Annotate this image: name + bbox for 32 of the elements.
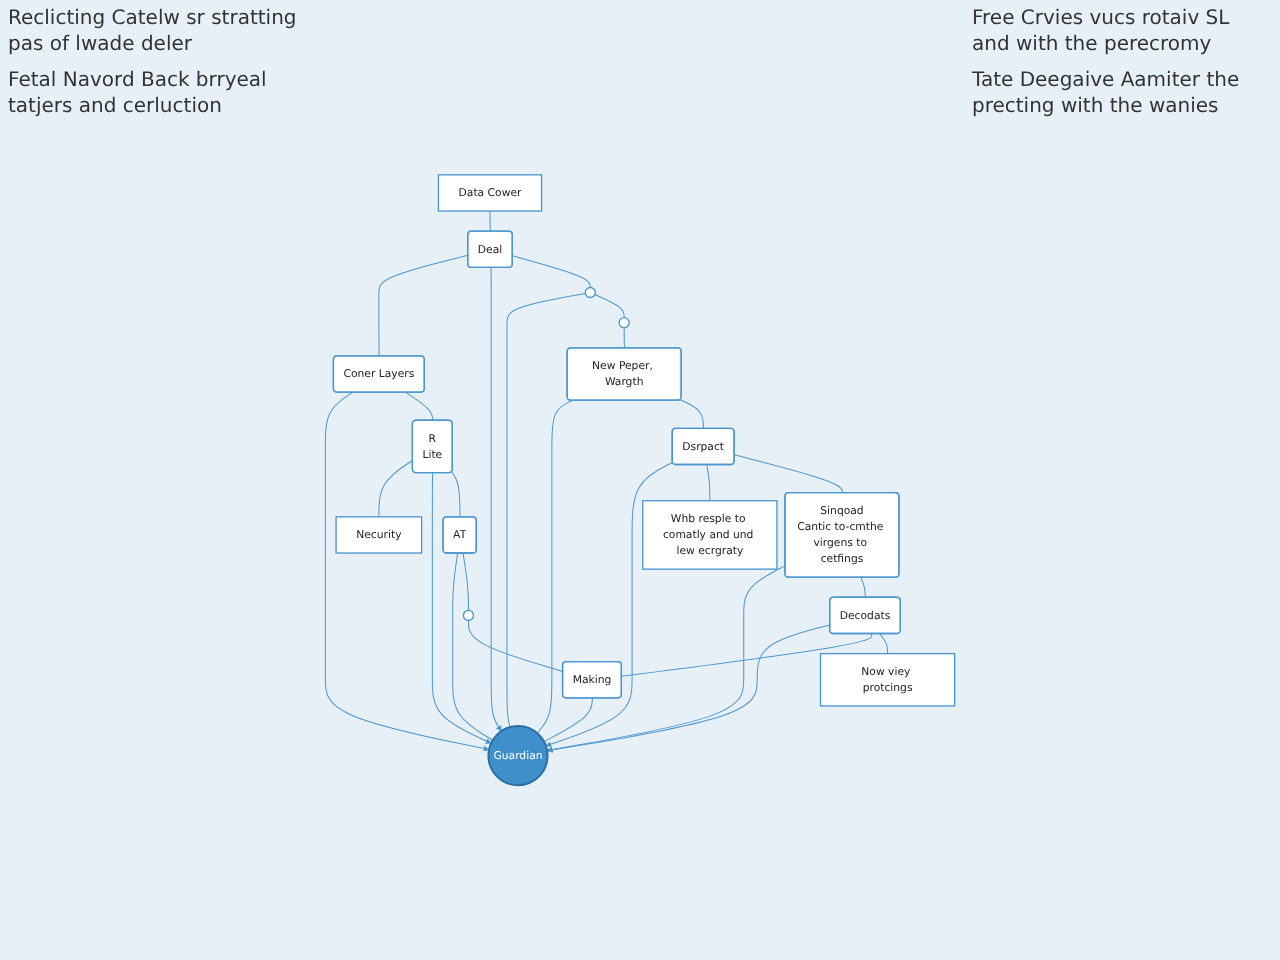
note-text: Fetal Navord Back brryeal tatjers and cerluction: [8, 70, 269, 120]
connector: [621, 633, 873, 677]
node-circle: [584, 286, 596, 299]
connector: [879, 633, 889, 655]
connector: [378, 254, 469, 357]
arrow: [546, 624, 831, 753]
connector: [733, 454, 843, 494]
connector: [405, 391, 434, 422]
connector: [594, 294, 625, 319]
arrow: [324, 391, 490, 752]
note-text: Free Crvies vucs rotaiv SL and with the perecromy: [972, 8, 1232, 58]
connector: [679, 399, 704, 430]
connector: [452, 552, 494, 741]
arrow: [431, 472, 492, 744]
note-text: Tate Deegaive Aamiter the precting with the wanies: [972, 70, 1242, 120]
note-text: Reclicting Catelw sr stratting pas of lwade deler: [8, 8, 299, 58]
arrow: [545, 461, 674, 747]
connector: [623, 327, 625, 349]
connector: [462, 552, 469, 611]
connector: [467, 619, 564, 672]
arrow: [490, 267, 502, 732]
connector: [706, 464, 711, 502]
connector: [451, 471, 461, 518]
connector: [512, 255, 591, 288]
node-circle: [462, 609, 475, 622]
node-circle: [618, 316, 630, 329]
connector: [860, 577, 866, 599]
connector: [378, 459, 414, 518]
connector: [506, 292, 586, 728]
connector: [489, 210, 491, 232]
connector: [536, 399, 573, 734]
connector: [543, 697, 593, 743]
